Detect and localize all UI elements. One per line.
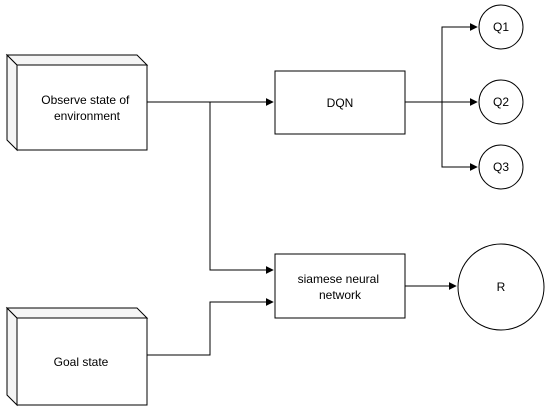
q2-label: Q2 [493,95,509,109]
goal-cube-front-face [16,317,148,406]
observe-label: Observe state of environment [41,93,132,123]
dqn-node: DQN [274,70,406,135]
goal-label: Goal state [54,355,109,369]
r-circle [457,243,545,331]
q1-circle [478,4,524,50]
siamese-label-line-2: network [319,288,362,302]
q2-circle [478,79,524,125]
edge-observe-to-siamese [209,102,274,274]
observe-cube-top-face [5,54,149,66]
q3-label: Q3 [493,160,509,174]
dqn-label: DQN [327,96,354,110]
r-node: R [457,243,545,331]
observe-label-line-2: environment [54,109,121,123]
siamese-label: siamese neural network [298,272,383,302]
goal-cube-left-face [6,306,18,407]
q3-node: Q3 [478,144,524,190]
siamese-box [274,253,406,319]
edges [147,23,478,356]
siamese-label-line-1: siamese neural [298,272,379,286]
siamese-node: siamese neural network [274,253,406,319]
observe-state-node: Observe state of environment [5,53,149,152]
q1-label: Q1 [493,20,509,34]
r-label: R [497,280,506,294]
q3-circle [478,144,524,190]
dqn-box [274,70,406,135]
edge-dqn-to-q1 [405,23,478,103]
edge-goal-to-siamese [147,298,274,356]
observe-cube-front-face [16,64,148,151]
observe-label-line-1: Observe state of [41,93,130,107]
observe-cube-left-face [6,53,18,152]
q1-node: Q1 [478,4,524,50]
q2-node: Q2 [478,79,524,125]
goal-state-node: Goal state [5,306,149,407]
edge-dqn-to-q3 [441,102,478,171]
goal-cube-top-face [5,307,149,319]
